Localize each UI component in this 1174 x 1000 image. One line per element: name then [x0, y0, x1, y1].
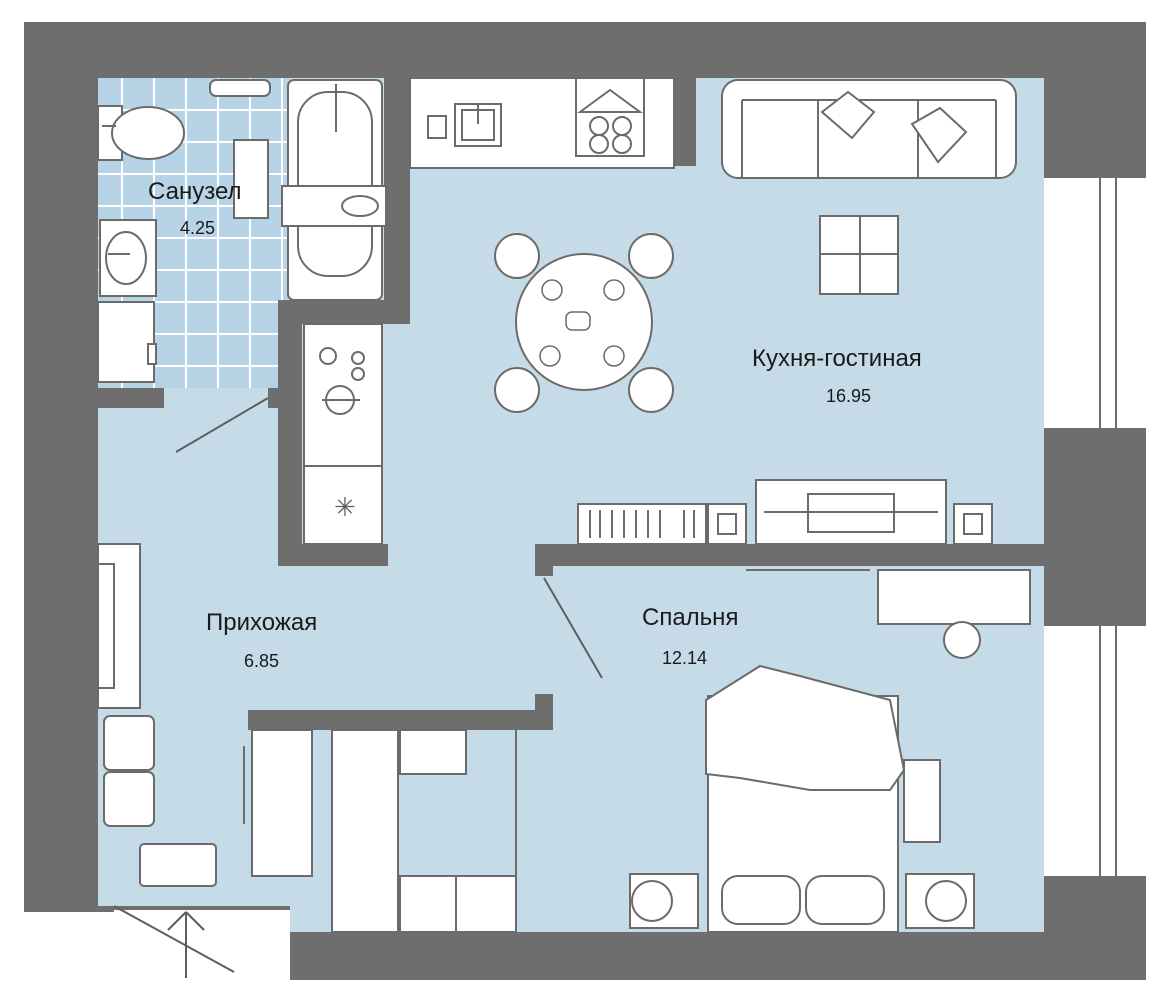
- sink-faucet-icon: [319, 347, 365, 415]
- side-counter: [303, 323, 383, 545]
- hallway-area: 6.85: [244, 651, 279, 671]
- sofa-icon: [721, 79, 1017, 179]
- interior-walls: [98, 78, 1146, 730]
- tv-icon: [755, 479, 947, 545]
- bath-mat-icon: [233, 139, 269, 219]
- entrance-arrow-icon: [167, 911, 205, 978]
- wardrobe-icon: [243, 729, 517, 933]
- bed-icon: [705, 664, 941, 933]
- fridge-icon: ✳: [334, 493, 356, 523]
- bedroom-name: Спальня: [642, 604, 738, 631]
- kitchen-living-area: 16.95: [826, 386, 871, 406]
- toilet-icon: [97, 105, 185, 161]
- bookshelf-icon: [577, 503, 707, 545]
- window-frames: [1099, 178, 1117, 876]
- washing-machine-icon: [97, 301, 157, 383]
- dining-table-icon: [494, 233, 674, 413]
- speaker-left-icon: [707, 503, 747, 545]
- svg-text:✳: ✳: [334, 493, 356, 523]
- towel-rail-icon: [209, 79, 271, 97]
- shoe-cabinet-icon: [97, 543, 141, 709]
- kitchen-sink-icon: [454, 103, 502, 147]
- bathroom-name: Санузел: [148, 178, 242, 205]
- bathtub-icon: [281, 79, 387, 301]
- coffee-table-icon: [819, 215, 899, 295]
- hallway-name: Прихожая: [206, 609, 317, 636]
- desk-icon: [746, 569, 1031, 659]
- nightstand-right-icon: [905, 873, 975, 929]
- speaker-right-icon: [953, 503, 993, 545]
- doors: [113, 397, 603, 973]
- stove-icon: [575, 77, 645, 157]
- door-mat-icon: [139, 843, 217, 887]
- window-bottom: [1044, 626, 1146, 876]
- sink-icon: [99, 219, 157, 297]
- bathroom-area: 4.25: [180, 218, 215, 238]
- kitchen-living-name: Кухня-гостиная: [752, 345, 922, 372]
- ottoman-icon: [103, 715, 155, 827]
- nightstand-left-icon: [629, 873, 699, 929]
- window-top: [1044, 178, 1146, 428]
- bedroom-area: 12.14: [662, 648, 707, 668]
